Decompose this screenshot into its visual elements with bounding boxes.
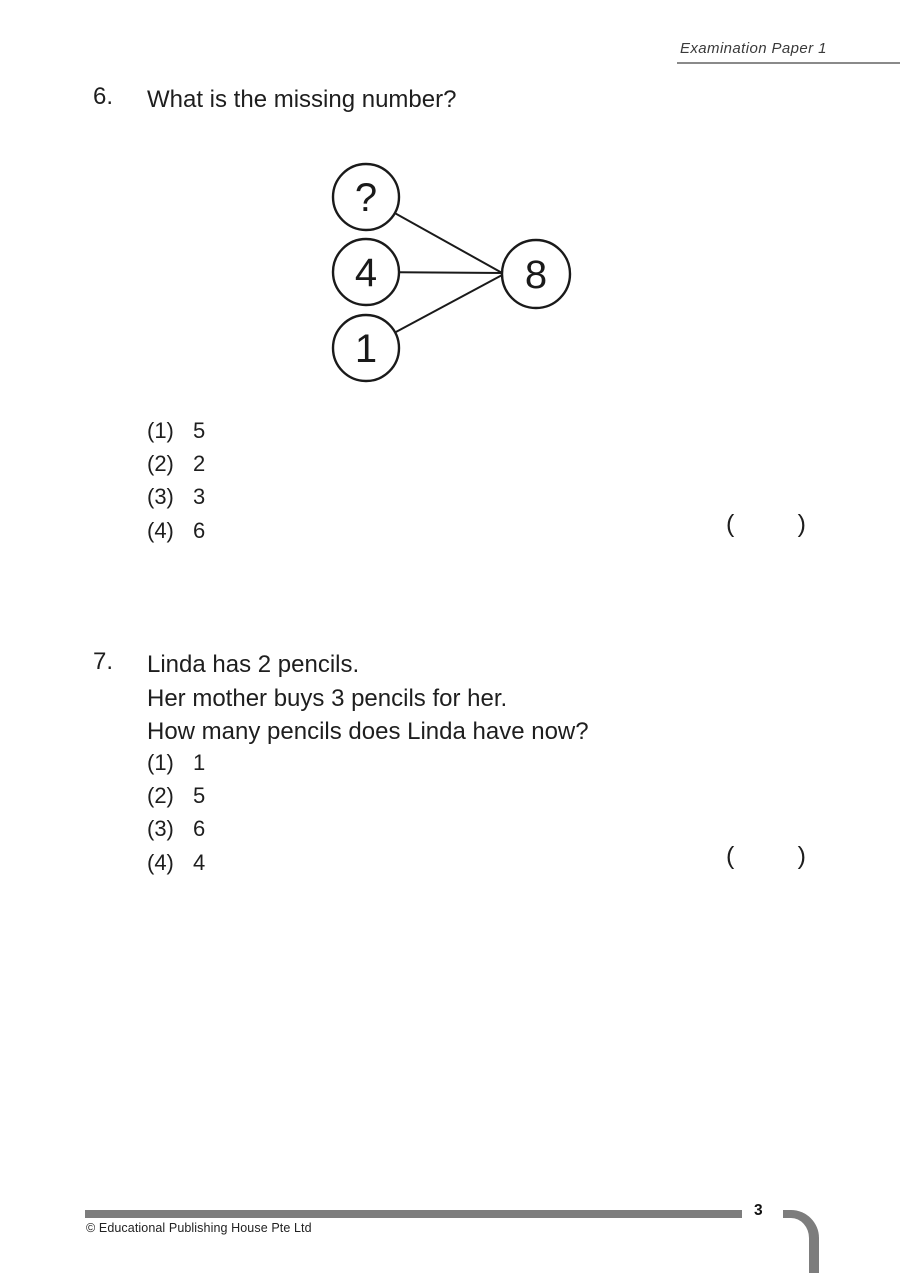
question-6-text: What is the missing number? [147, 86, 457, 113]
option-row: (2) 2 [147, 447, 205, 480]
option-value: 6 [193, 816, 206, 842]
option-label: (4) [147, 517, 174, 543]
answer-bracket-close: ) [797, 510, 806, 538]
question-7-options: (1) 1 (2) 5 (3) 6 (4) 4 [147, 746, 205, 880]
option-row: (4) 6 [147, 514, 205, 547]
option-label: (3) [147, 484, 174, 510]
node-circle-one [331, 313, 401, 383]
option-value: 2 [193, 451, 206, 477]
option-label: (3) [147, 816, 174, 842]
option-row: (3) 6 [147, 813, 205, 846]
question-6-options: (1) 5 (2) 2 (3) 3 (4) 6 [147, 414, 205, 548]
question-6-answer-brackets: ( ) [726, 510, 806, 539]
option-value: 1 [193, 749, 206, 775]
option-label: (2) [147, 783, 174, 809]
page-number: 3 [754, 1202, 763, 1219]
option-label: (2) [147, 451, 174, 477]
question-6-number: 6. [93, 83, 114, 110]
option-row: (4) 4 [147, 846, 205, 879]
answer-bracket-open: ( [726, 842, 735, 870]
option-label: (1) [147, 417, 174, 443]
header-title: Examination Paper 1 [680, 40, 827, 57]
option-label: (4) [147, 849, 174, 875]
answer-bracket-open: ( [726, 510, 735, 538]
option-value: 6 [193, 517, 206, 543]
option-value: 4 [193, 849, 206, 875]
answer-bracket-close: ) [797, 842, 806, 870]
copyright-notice: © Educational Publishing House Pte Ltd [86, 1221, 312, 1235]
option-row: (1) 5 [147, 414, 205, 447]
option-row: (1) 1 [147, 746, 205, 779]
page-header: Examination Paper 1 [677, 40, 900, 64]
question-7-text: Linda has 2 pencils. Her mother buys 3 p… [147, 648, 589, 749]
node-circle-eight [500, 238, 572, 310]
number-bond-diagram: ? 4 1 8 [331, 162, 572, 383]
question-7-number: 7. [93, 648, 114, 675]
option-row: (3) 3 [147, 481, 205, 514]
option-row: (2) 5 [147, 779, 205, 812]
option-value: 3 [193, 484, 206, 510]
node-label-eight: 8 [525, 253, 547, 297]
node-circle-four [331, 237, 401, 307]
option-value: 5 [193, 417, 206, 443]
question-text-line: Linda has 2 pencils. [147, 651, 360, 678]
question-text-line: Her mother buys 3 pencils for her. [147, 684, 508, 712]
node-label-one: 1 [355, 327, 377, 371]
question-7-answer-brackets: ( ) [726, 842, 806, 871]
footer-rule [85, 1210, 742, 1218]
node-label-four: 4 [355, 251, 377, 295]
option-value: 5 [193, 783, 206, 809]
node-label-question: ? [355, 176, 377, 220]
footer-corner-decoration [783, 1210, 819, 1273]
question-text-line: How many pencils does Linda have now? [147, 718, 589, 746]
node-circle-question [331, 162, 401, 232]
option-label: (1) [147, 749, 174, 775]
